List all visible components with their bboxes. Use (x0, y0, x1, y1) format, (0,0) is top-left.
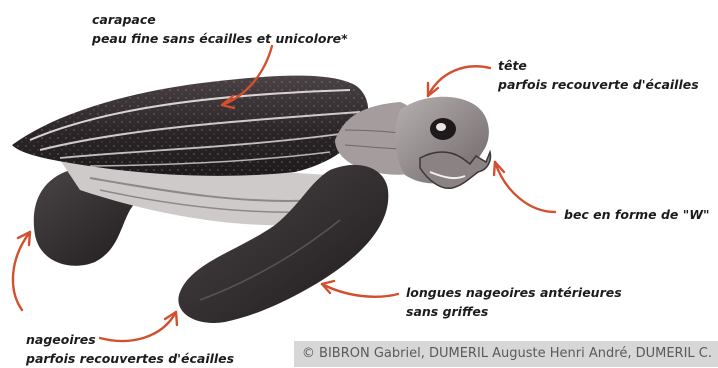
label-nageoires-title: nageoires (26, 330, 234, 349)
label-tete-desc: parfois recouverte d'écailles (498, 75, 699, 94)
label-nageoires-anterieures: longues nageoires antérieures sans griff… (406, 283, 622, 321)
arrow-nageoires-rear (13, 232, 30, 310)
label-carapace-desc: peau fine sans écailles et unicolore* (92, 29, 348, 48)
image-credit: © BIBRON Gabriel, DUMERIL Auguste Henri … (294, 341, 718, 367)
label-carapace-title: carapace (92, 10, 348, 29)
label-nageoires-ant-title: longues nageoires antérieures (406, 283, 622, 302)
label-nageoires: nageoires parfois recouvertes d'écailles (26, 330, 234, 368)
label-nageoires-desc: parfois recouvertes d'écailles (26, 349, 234, 368)
label-tete: tête parfois recouverte d'écailles (498, 56, 699, 94)
label-bec-title: bec en forme de "W" (564, 205, 710, 224)
label-nageoires-ant-desc: sans griffes (406, 302, 622, 321)
label-bec: bec en forme de "W" (564, 205, 710, 224)
label-tete-title: tête (498, 56, 699, 75)
arrow-bec (495, 162, 555, 212)
arrow-nageoires-ant (322, 284, 398, 297)
label-carapace: carapace peau fine sans écailles et unic… (92, 10, 348, 48)
arrow-tete (428, 66, 490, 96)
